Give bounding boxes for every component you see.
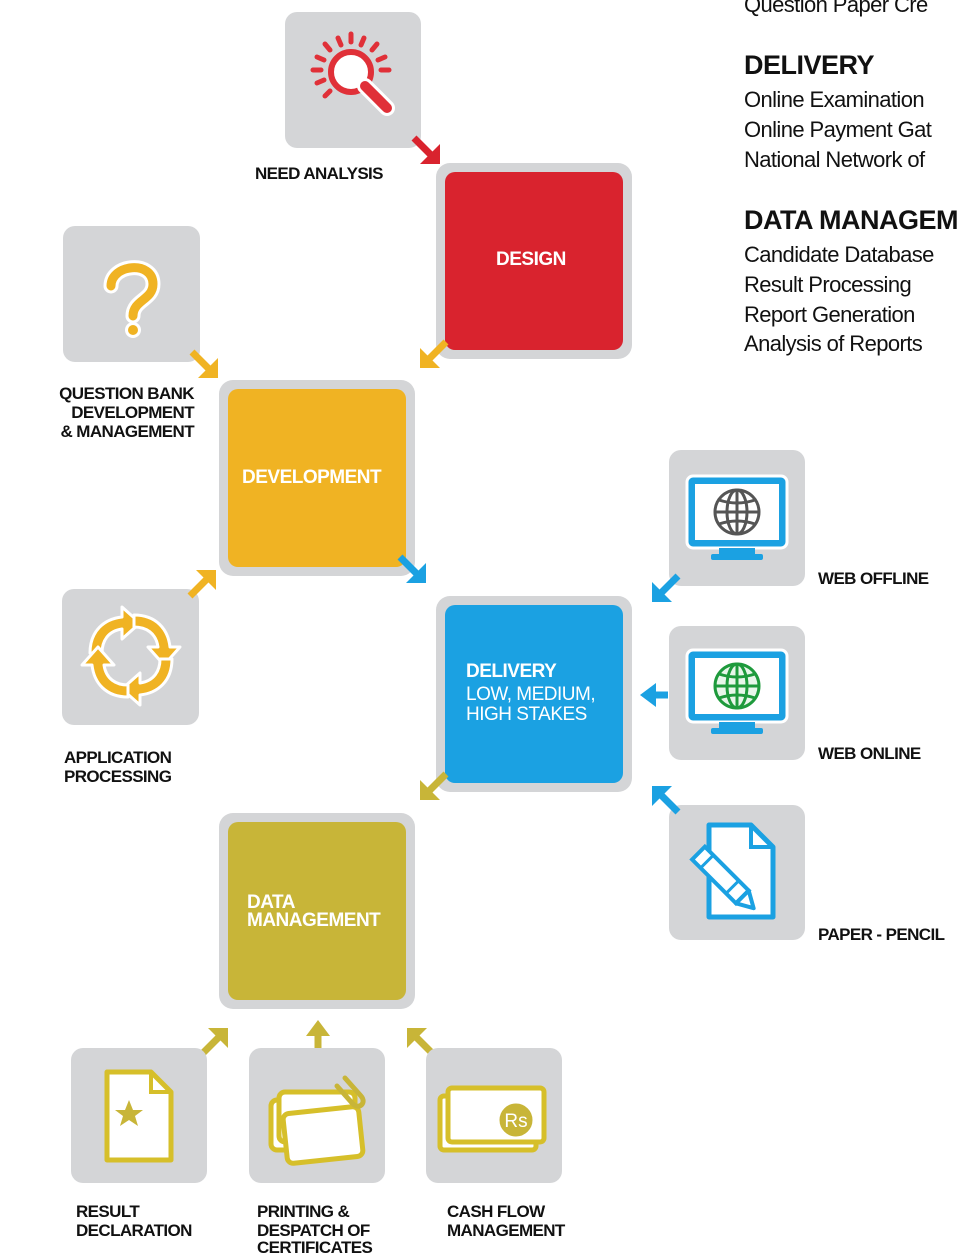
question-bank-label-2: DEVELOPMENT (71, 403, 194, 422)
paper-pencil-label: PAPER - PENCIL (818, 925, 945, 944)
application-processing-label-1: APPLICATION (64, 748, 172, 767)
question-bank-tile (63, 226, 200, 362)
side-item-online-payment: Online Payment Gat (744, 117, 932, 142)
cycle-arrows-icon (80, 605, 182, 707)
cash-flow-tile: Rs (426, 1048, 562, 1183)
printing-label-1: PRINTING & (257, 1202, 350, 1221)
printing-tile (249, 1048, 385, 1183)
arrow-online-to-delivery (638, 678, 672, 712)
delivery-stage: DELIVERY LOW, MEDIUM, HIGH STAKES (436, 596, 632, 792)
web-offline-label: WEB OFFLINE (818, 569, 929, 588)
cash-flow-label-2: MANAGEMENT (447, 1221, 565, 1240)
arrow-question-to-development (188, 348, 222, 382)
development-title: DEVELOPMENT (242, 467, 382, 488)
side-heading-delivery: DELIVERY (744, 50, 875, 80)
arrow-paper-to-delivery (648, 782, 682, 816)
question-bank-label-1: QUESTION BANK (59, 384, 194, 403)
result-declaration-tile (71, 1048, 207, 1183)
data-management-stage: DATA MANAGEMENT (219, 813, 415, 1009)
data-management-title-1: DATA (247, 892, 295, 913)
certificates-clip-icon (268, 1075, 366, 1166)
web-online-tile (669, 626, 805, 760)
side-item-analysis-reports: Analysis of Reports (744, 331, 923, 356)
monitor-globe-green-icon (685, 648, 789, 734)
arrow-application-to-development (186, 566, 220, 600)
side-item-online-exam: Online Examination (744, 87, 925, 112)
paper-pencil-icon (689, 822, 776, 920)
delivery-subtitle-1: LOW, MEDIUM, (466, 684, 596, 705)
web-online-label: WEB ONLINE (818, 744, 921, 763)
data-management-title-2: MANAGEMENT (247, 910, 381, 931)
side-heading-data-management: DATA MANAGEM (744, 205, 958, 235)
design-stage: DESIGN (436, 163, 632, 359)
question-bank-label-3: & MANAGEMENT (60, 422, 194, 441)
side-item-report-generation: Report Generation (744, 302, 915, 327)
application-processing-label-2: PROCESSING (64, 767, 172, 786)
printing-label-2: DESPATCH OF (257, 1221, 370, 1240)
arrow-development-to-delivery (396, 553, 430, 587)
delivery-title: DELIVERY (466, 661, 557, 682)
question-mark-icon (103, 260, 161, 338)
side-item-national-network: National Network of (744, 147, 925, 172)
magnifier-icon (310, 31, 395, 116)
arrow-delivery-to-data-management (418, 770, 452, 804)
arrow-design-to-development (418, 338, 452, 372)
development-stage: DEVELOPMENT (219, 380, 415, 576)
side-item-question-paper: Question Paper Cre (744, 0, 928, 17)
cash-flow-label-1: CASH FLOW (447, 1202, 545, 1221)
side-item-result-processing: Result Processing (744, 272, 912, 297)
arrow-result-to-data-management (198, 1024, 232, 1058)
document-star-icon (104, 1069, 174, 1163)
result-declaration-label-2: DECLARATION (76, 1221, 192, 1240)
delivery-subtitle-2: HIGH STAKES (466, 704, 587, 725)
result-declaration-label-1: RESULT (76, 1202, 140, 1221)
side-item-candidate-db: Candidate Database (744, 242, 934, 267)
web-offline-tile (669, 450, 805, 586)
design-title: DESIGN (496, 249, 566, 270)
arrow-printing-to-data-management (301, 1018, 335, 1052)
need-analysis-tile (285, 12, 421, 148)
printing-label-3: CERTIFICATES (257, 1238, 373, 1257)
monitor-globe-icon (685, 474, 789, 560)
arrow-offline-to-delivery (648, 572, 682, 606)
rupee-symbol: Rs (504, 1111, 527, 1132)
need-analysis-label: NEED ANALYSIS (255, 164, 384, 183)
application-processing-tile (62, 589, 199, 725)
rupee-notes-icon: Rs (437, 1085, 547, 1153)
arrow-need-to-design (410, 134, 444, 168)
paper-pencil-tile (669, 805, 805, 940)
